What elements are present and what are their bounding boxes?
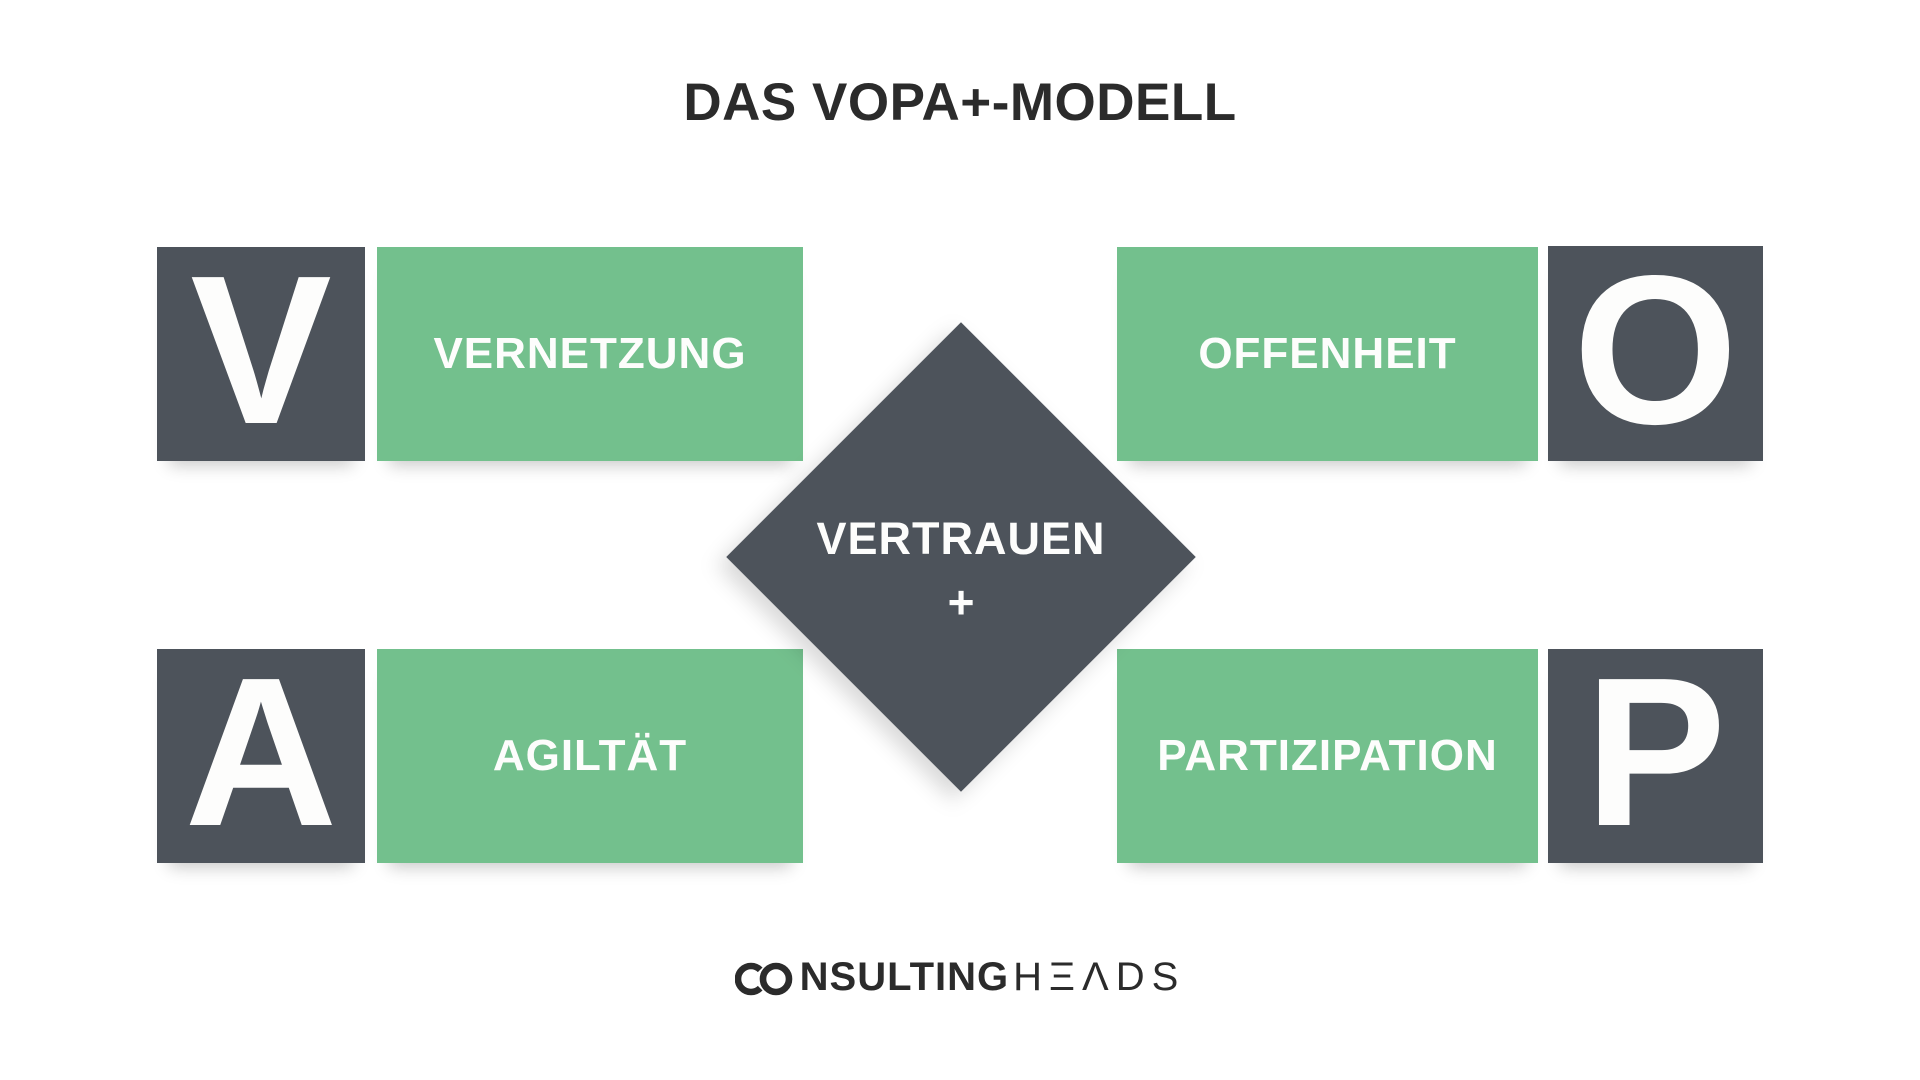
letter-tile-a: A [157, 633, 365, 870]
letter-tile-v: V [157, 231, 365, 468]
label-partizipation: PARTIZIPATION [1157, 731, 1498, 780]
letter-tile-o: O [1548, 230, 1763, 468]
center-plus-sign: + [947, 576, 975, 628]
letter-o: O [1573, 230, 1738, 468]
label-bar-vernetzung: VERNETZUNG [377, 247, 803, 461]
label-bar-agiltaet: AGILTÄT [377, 649, 803, 863]
label-bar-partizipation: PARTIZIPATION [1117, 649, 1538, 863]
center-label-vertrauen: VERTRAUEN [816, 513, 1106, 564]
page-title: DAS VOPA+-MODELL [683, 73, 1237, 132]
label-agiltaet: AGILTÄT [492, 731, 688, 780]
letter-a: A [184, 633, 338, 870]
label-offenheit: OFFENHEIT [1198, 329, 1457, 378]
brand-logo: NSULTING HΞΛDS [0, 955, 1920, 1000]
label-bar-offenheit: OFFENHEIT [1117, 247, 1538, 461]
letter-tile-p: P [1548, 633, 1763, 870]
letter-v: V [190, 231, 332, 468]
co-infinity-icon [734, 962, 792, 995]
center-diamond-text: VERTRAUEN + [811, 516, 1111, 625]
label-vernetzung: VERNETZUNG [433, 329, 747, 378]
letter-p: P [1584, 633, 1727, 870]
logo-text-bold: NSULTING [799, 955, 1010, 999]
logo-text-light: HΞΛDS [1013, 955, 1186, 999]
